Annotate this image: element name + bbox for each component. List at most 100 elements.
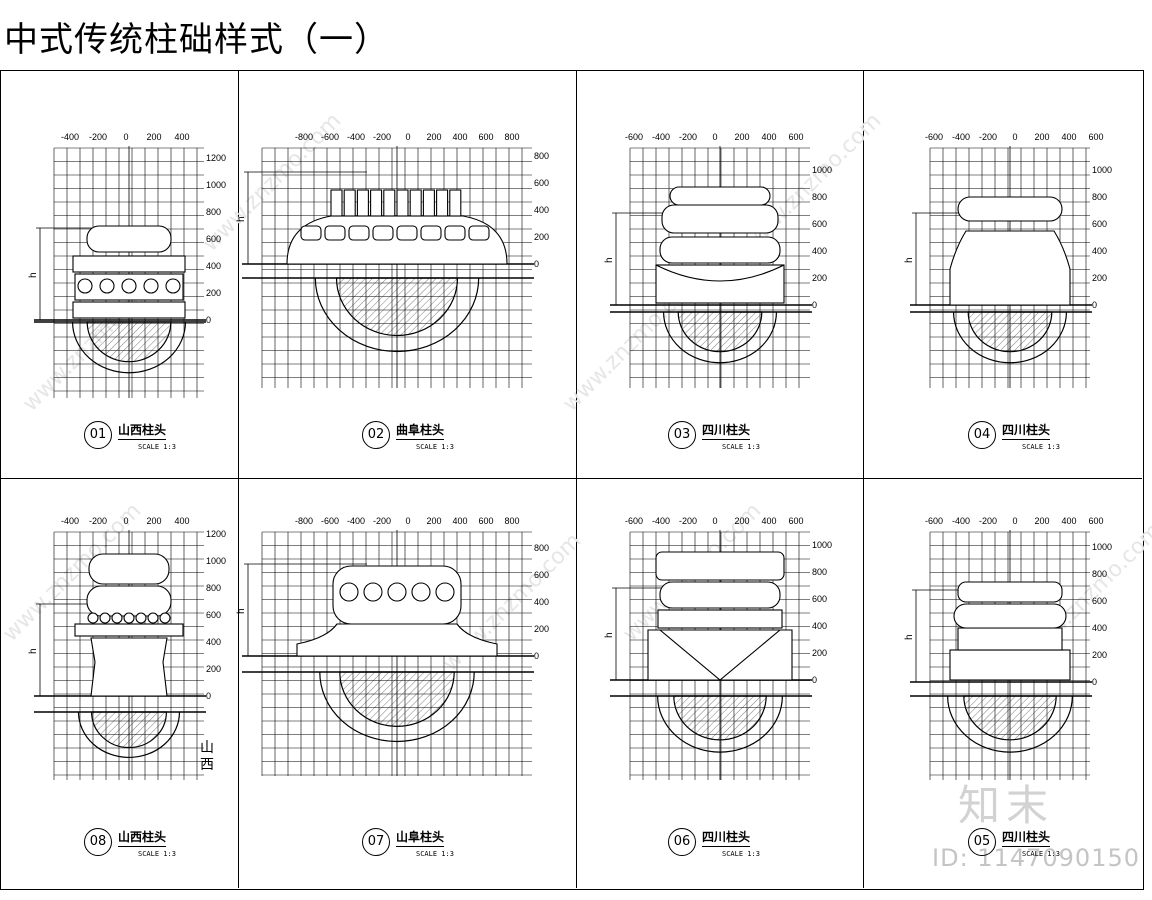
- x-tick-label: -600: [925, 132, 943, 142]
- drawing-number-badge: 05: [968, 828, 996, 856]
- x-tick-label: -400: [347, 132, 365, 142]
- x-tick-label: 400: [1061, 132, 1076, 142]
- x-tick-label: 0: [405, 516, 410, 526]
- x-tick-label: -400: [652, 132, 670, 142]
- x-tick-label: 600: [1088, 132, 1103, 142]
- y-tick-label: 800: [1092, 569, 1107, 579]
- plan-outline: [657, 695, 783, 753]
- y-tick-label: 0: [206, 691, 211, 701]
- x-tick-label: 400: [174, 516, 189, 526]
- y-tick-label: 400: [206, 261, 221, 271]
- y-tick-label: 800: [812, 567, 827, 577]
- y-tick-label: 400: [206, 637, 221, 647]
- x-tick-label: -600: [321, 516, 339, 526]
- x-tick-label: 0: [712, 132, 717, 142]
- y-tick-label: 0: [1092, 300, 1097, 310]
- plan-section: [967, 311, 1053, 353]
- elevation: [74, 553, 184, 697]
- x-tick-label: -200: [89, 516, 107, 526]
- plan-section: [673, 695, 767, 741]
- x-tick-label: 200: [1034, 516, 1049, 526]
- y-tick-label: 200: [206, 664, 221, 674]
- h-label: h: [604, 257, 615, 263]
- elevation: [655, 186, 785, 304]
- x-tick-label: 600: [478, 516, 493, 526]
- x-tick-label: 200: [426, 132, 441, 142]
- x-tick-label: -400: [952, 516, 970, 526]
- y-tick-label: 1000: [1092, 542, 1112, 552]
- x-tick-label: 200: [734, 132, 749, 142]
- drawing-title: 四川柱头: [702, 828, 751, 847]
- plan-outline: [314, 277, 480, 353]
- plan-section: [677, 311, 763, 353]
- y-tick-label: 1000: [206, 180, 226, 190]
- y-tick-label: 400: [812, 621, 827, 631]
- x-tick-label: -600: [625, 132, 643, 142]
- x-tick-label: -200: [373, 132, 391, 142]
- row-divider: [0, 478, 1142, 479]
- x-tick-label: 0: [1012, 132, 1017, 142]
- x-tick-label: -200: [89, 132, 107, 142]
- x-tick-label: 400: [1061, 516, 1076, 526]
- y-tick-label: 200: [812, 273, 827, 283]
- x-tick-label: 0: [123, 516, 128, 526]
- drawing-title: 四川柱头: [702, 421, 751, 440]
- x-tick-label: -600: [625, 516, 643, 526]
- x-tick-label: 400: [174, 132, 189, 142]
- elevation: [949, 196, 1071, 306]
- x-tick-label: -400: [652, 516, 670, 526]
- x-tick-label: 600: [478, 132, 493, 142]
- drawing-scale: SCALE 1:3: [722, 850, 760, 858]
- plan-outline: [71, 321, 187, 374]
- h-label: h: [28, 272, 39, 278]
- x-tick-label: 200: [426, 516, 441, 526]
- h-label: h: [904, 634, 915, 640]
- x-tick-label: -600: [321, 132, 339, 142]
- drawing-scale: SCALE 1:3: [1022, 850, 1060, 858]
- x-tick-label: -400: [61, 132, 79, 142]
- drawing-number-badge: 03: [668, 421, 696, 449]
- drawing-number-badge: 06: [668, 828, 696, 856]
- plan-outline: [77, 711, 181, 758]
- y-tick-label: 600: [1092, 219, 1107, 229]
- drawing-title: 山西柱头: [118, 828, 167, 847]
- x-tick-label: 600: [788, 516, 803, 526]
- plan-outline: [319, 671, 475, 743]
- x-tick-label: 800: [504, 516, 519, 526]
- plan-section: [90, 711, 168, 749]
- y-tick-label: 800: [812, 192, 827, 202]
- h-label: h: [604, 632, 615, 638]
- plan-outline: [662, 311, 778, 364]
- y-tick-label: 0: [534, 259, 539, 269]
- drawing-scale: SCALE 1:3: [722, 443, 760, 451]
- y-tick-label: 1000: [206, 556, 226, 566]
- y-tick-label: 0: [534, 651, 539, 661]
- y-tick-label: 600: [534, 178, 549, 188]
- plan-section: [963, 695, 1057, 741]
- y-tick-label: 200: [534, 232, 549, 242]
- y-tick-label: 0: [1092, 677, 1097, 687]
- x-tick-label: 800: [504, 132, 519, 142]
- x-tick-label: 200: [1034, 132, 1049, 142]
- y-tick-label: 600: [534, 570, 549, 580]
- y-tick-label: 1000: [812, 540, 832, 550]
- h-label: h: [28, 648, 39, 654]
- y-tick-label: 400: [534, 205, 549, 215]
- x-tick-label: -800: [295, 516, 313, 526]
- drawing-scale: SCALE 1:3: [416, 850, 454, 858]
- y-tick-label: 200: [812, 648, 827, 658]
- y-tick-label: 800: [534, 543, 549, 553]
- x-tick-label: 200: [146, 516, 161, 526]
- x-tick-label: -600: [925, 516, 943, 526]
- x-tick-label: 200: [146, 132, 161, 142]
- y-tick-label: 0: [206, 315, 211, 325]
- x-tick-label: -200: [679, 516, 697, 526]
- elevation: [949, 581, 1071, 681]
